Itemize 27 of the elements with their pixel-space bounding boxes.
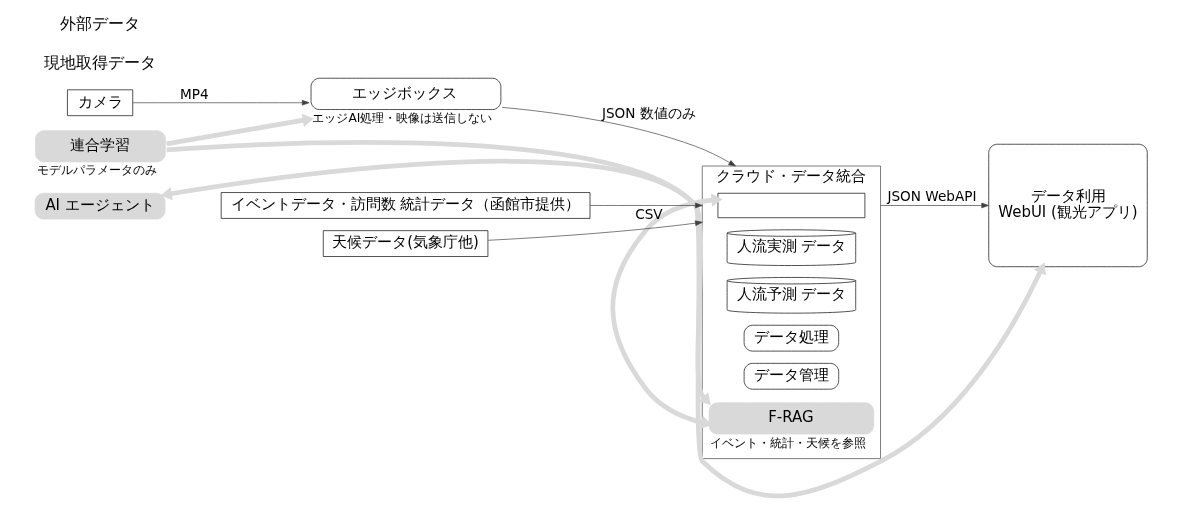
arrow: [879, 202, 989, 209]
arrow: [165, 113, 314, 147]
node-box: エッジボックス: [310, 77, 501, 110]
node-box: データ管理: [743, 363, 839, 390]
node-label: モデルパラメータのみ: [36, 163, 157, 178]
node-box: データ処理: [743, 324, 839, 352]
arrow: [160, 159, 711, 405]
edge-label: JSON 数値のみ: [601, 104, 696, 121]
node-box: 天候データ(気象庁他): [322, 230, 488, 257]
arrow: [501, 107, 736, 167]
node-box: カメラ: [66, 89, 133, 116]
label: 現地取得データ: [43, 53, 156, 73]
label: 外部データ: [59, 13, 140, 33]
node-label: イベント・統計・天候を参照: [709, 435, 866, 450]
arrow: [132, 100, 309, 106]
arrow: [166, 140, 1046, 499]
edge-label: MP4: [179, 85, 209, 102]
arrow: [487, 220, 703, 241]
arrow: [610, 193, 722, 429]
node-box: データ利用 WebUI (観光アプリ): [987, 143, 1148, 268]
node-label: エッジAI処理・映像は送信しない: [311, 111, 492, 126]
node-box: [717, 192, 865, 219]
arrow: [589, 202, 703, 209]
node-box: AI エージェント: [34, 192, 165, 220]
edge-label: JSON WebAPI: [886, 188, 976, 205]
edge-label: CSV: [634, 206, 663, 223]
node-box: イベントデータ・訪問数 統計データ（函館市提供）: [220, 192, 590, 219]
